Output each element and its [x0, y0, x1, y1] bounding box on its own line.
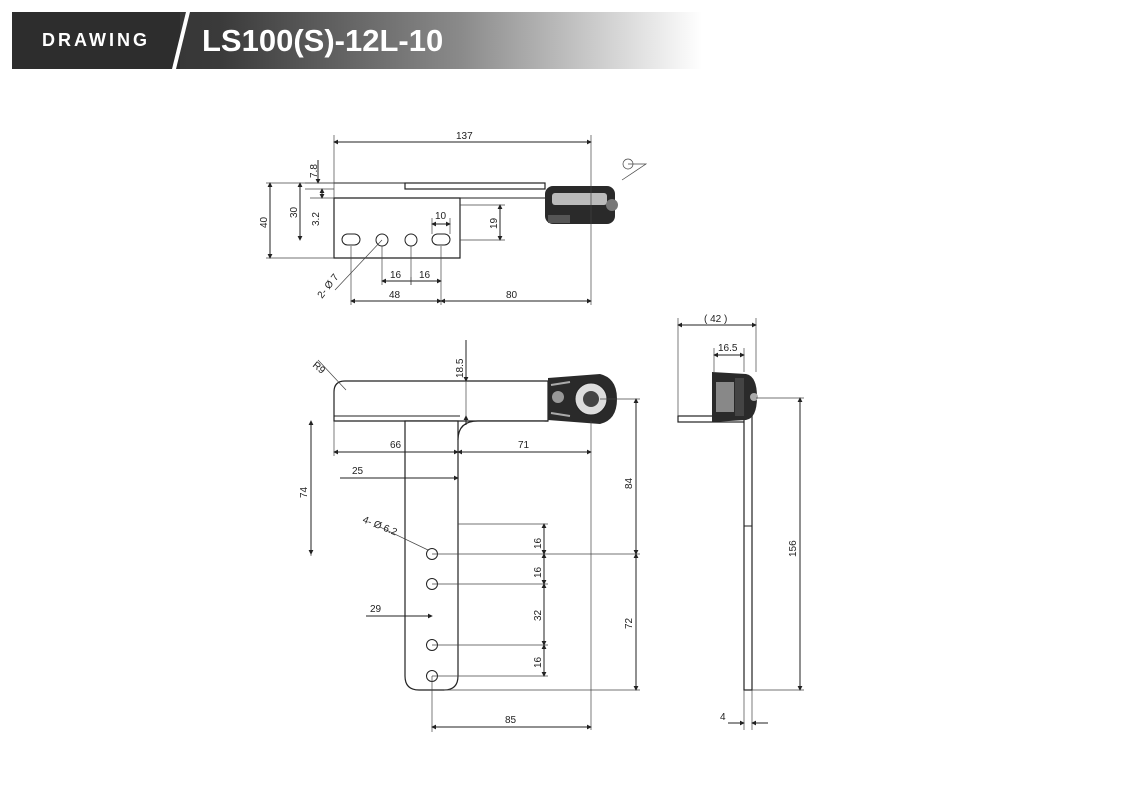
dim-30: 30 [289, 206, 300, 218]
dim-72: 72 [624, 617, 635, 629]
dim-16b: 16 [533, 566, 544, 578]
dim-29: 29 [370, 604, 382, 615]
dim-16c: 16 [533, 656, 544, 668]
dim-7-8: 7.8 [309, 164, 320, 178]
dim-32: 32 [533, 609, 544, 621]
dim-4: 4 [720, 712, 726, 723]
dim-85: 85 [505, 715, 517, 726]
dim-10: 10 [435, 211, 447, 222]
dim-16a: 16 [533, 537, 544, 549]
dim-18-5: 18.5 [455, 358, 466, 378]
side-hinge-body [712, 372, 758, 422]
dim-16a: 16 [390, 270, 402, 281]
dim-40: 40 [259, 216, 270, 228]
banner-slash-icon [172, 12, 190, 69]
top-view: 137 7.8 30 40 3.2 10 19 16 [259, 131, 648, 305]
dim-3-2: 3.2 [311, 212, 322, 226]
dim-25: 25 [352, 466, 364, 477]
side-view: ( 42 ) 16.5 156 4 [677, 314, 804, 730]
dim-42: ( 42 ) [704, 314, 727, 325]
dim-71: 71 [518, 440, 530, 451]
slot-hole [341, 233, 361, 246]
top-hole-note: 2- Ø 7 [316, 272, 342, 301]
dim-74: 74 [299, 486, 310, 498]
top-hinge-body [545, 186, 618, 224]
dim-48: 48 [389, 290, 401, 301]
model-number: LS100(S)-12L-10 [202, 22, 444, 58]
slot-hole [431, 233, 451, 246]
surface-symbol-icon [621, 158, 648, 181]
dim-16-5: 16.5 [718, 343, 738, 354]
dim-r9: R9 [310, 360, 327, 377]
front-hinge-body [548, 374, 617, 424]
dim-16b: 16 [419, 270, 431, 281]
dim-80: 80 [506, 290, 518, 301]
dim-19: 19 [489, 217, 500, 229]
drawing-tag: DRAWING [12, 12, 180, 69]
dim-66: 66 [390, 440, 402, 451]
front-hole-note: 4- Ø 6.2 [361, 515, 399, 539]
title-banner: DRAWING LS100(S)-12L-10 [12, 12, 702, 69]
dim-84: 84 [624, 477, 635, 489]
dim-137: 137 [456, 131, 473, 142]
front-view: R9 18.5 66 71 25 74 4- Ø 6.2 [299, 340, 640, 732]
dim-156: 156 [788, 540, 799, 557]
